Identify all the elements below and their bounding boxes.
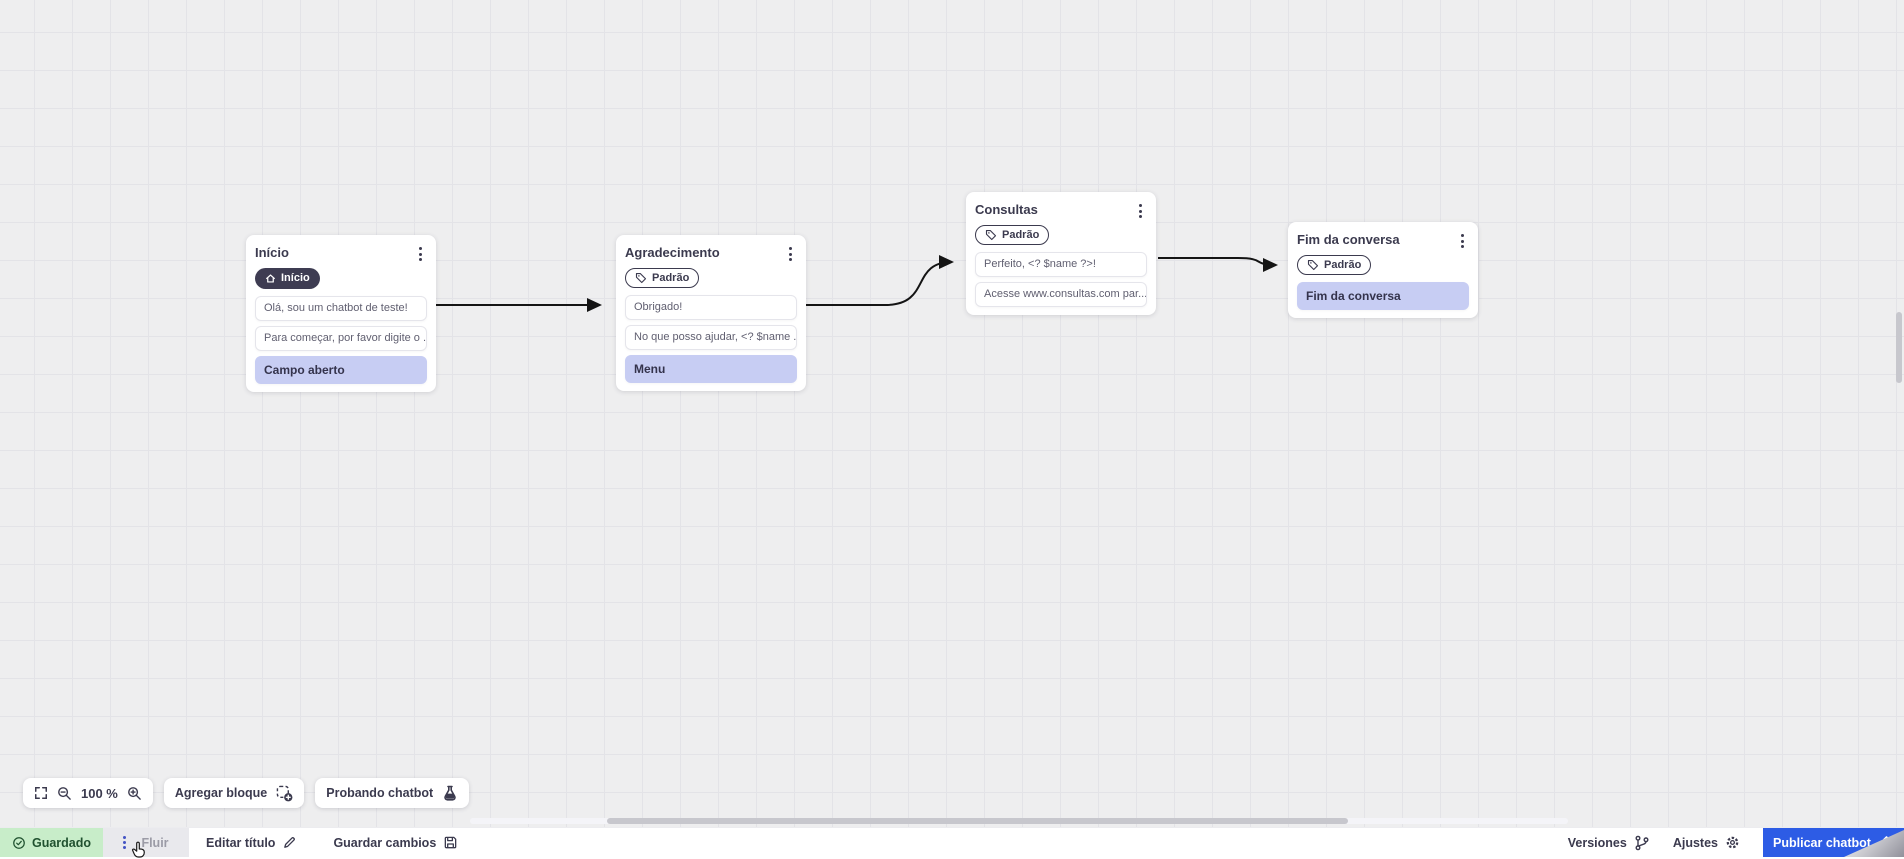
pencil-icon [284,837,296,848]
message-bubble[interactable]: Para começar, por favor digite o ... [255,326,427,351]
add-block-icon [276,785,293,801]
saved-status-badge: Guardado [0,828,103,857]
node-type-badge: Padrão [625,268,700,288]
vertical-scrollbar-thumb[interactable] [1896,312,1902,383]
floppy-save-icon [444,836,457,849]
action-bubble[interactable]: Fim da conversa [1297,282,1469,310]
add-block-button[interactable]: Agregar bloque [163,778,305,808]
settings-button[interactable]: Ajustes [1673,828,1740,857]
message-bubble[interactable]: Olá, sou um chatbot de teste! [255,296,427,321]
badge-label: Padrão [1002,228,1040,241]
flow-tab-label: Fluir [141,835,169,850]
flow-node-consultas[interactable]: Consultas Padrão Perfeito, <? $name ?>! … [966,192,1156,315]
fullscreen-icon[interactable] [34,786,48,800]
status-bar: Guardado Fluir Editar título Guardar cam… [0,828,1904,857]
node-title: Consultas [975,202,1038,217]
badge-label: Início [281,272,310,284]
action-bubble[interactable]: Campo aberto [255,356,427,384]
versions-label: Versiones [1567,835,1627,850]
zoom-controls: 100 % [23,778,153,808]
kebab-menu-icon[interactable] [1456,232,1469,250]
canvas-toolbar: 100 % Agregar bloque Probando chatbot [23,778,470,808]
message-bubble[interactable]: Acesse www.consultas.com par... [975,282,1147,307]
edit-title-label: Editar título [206,835,276,850]
saved-label: Guardado [31,835,92,850]
kebab-menu-icon[interactable] [1134,202,1147,220]
badge-label: Padrão [652,271,690,284]
kebab-menu-icon[interactable] [784,245,797,263]
flow-node-fim-da-conversa[interactable]: Fim da conversa Padrão Fim da conversa [1288,222,1478,318]
node-title: Agradecimento [625,245,720,260]
node-type-badge: Início [255,268,320,289]
save-changes-label: Guardar cambios [333,835,437,850]
edit-title-button[interactable]: Editar título [206,828,297,857]
versions-button[interactable]: Versiones [1568,828,1650,857]
flow-node-agradecimento[interactable]: Agradecimento Padrão Obrigado! No que po… [616,235,806,391]
zoom-level: 100 % [81,785,118,801]
publish-label: Publicar chatbot [1773,835,1871,850]
check-circle-icon [13,836,25,849]
tag-icon [1307,259,1319,271]
node-title: Início [255,245,289,260]
save-changes-button[interactable]: Guardar cambios [333,828,458,857]
flow-node-inicio[interactable]: Início Início Olá, sou um chatbot de tes… [246,235,436,392]
tab-flow[interactable]: Fluir [103,828,189,857]
node-title: Fim da conversa [1297,232,1400,247]
action-bubble[interactable]: Menu [625,355,797,383]
tag-icon [985,229,997,241]
git-branch-icon [1635,835,1649,850]
kebab-menu-icon[interactable] [414,245,427,263]
gear-icon [1726,836,1739,849]
node-header: Início [255,245,427,263]
message-bubble[interactable]: Perfeito, <? $name ?>! [975,252,1147,277]
zoom-out-icon[interactable] [57,786,72,801]
message-bubble[interactable]: No que posso ajudar, <? $name ... [625,325,797,350]
badge-label: Padrão [1324,258,1362,271]
node-type-badge: Padrão [975,225,1050,245]
home-icon [266,274,275,283]
flask-icon [444,785,456,801]
drag-handle-dots-icon[interactable] [123,835,127,850]
horizontal-scrollbar-thumb[interactable] [607,818,1348,824]
message-bubble[interactable]: Obrigado! [625,295,797,320]
node-header: Fim da conversa [1297,232,1469,250]
node-header: Agradecimento [625,245,797,263]
zoom-in-icon[interactable] [127,786,142,801]
test-chatbot-label: Probando chatbot [326,786,434,800]
node-header: Consultas [975,202,1147,220]
test-chatbot-button[interactable]: Probando chatbot [315,778,470,808]
settings-label: Ajustes [1672,835,1718,850]
node-type-badge: Padrão [1297,255,1372,275]
add-block-label: Agregar bloque [174,786,268,800]
tag-icon [635,272,647,284]
